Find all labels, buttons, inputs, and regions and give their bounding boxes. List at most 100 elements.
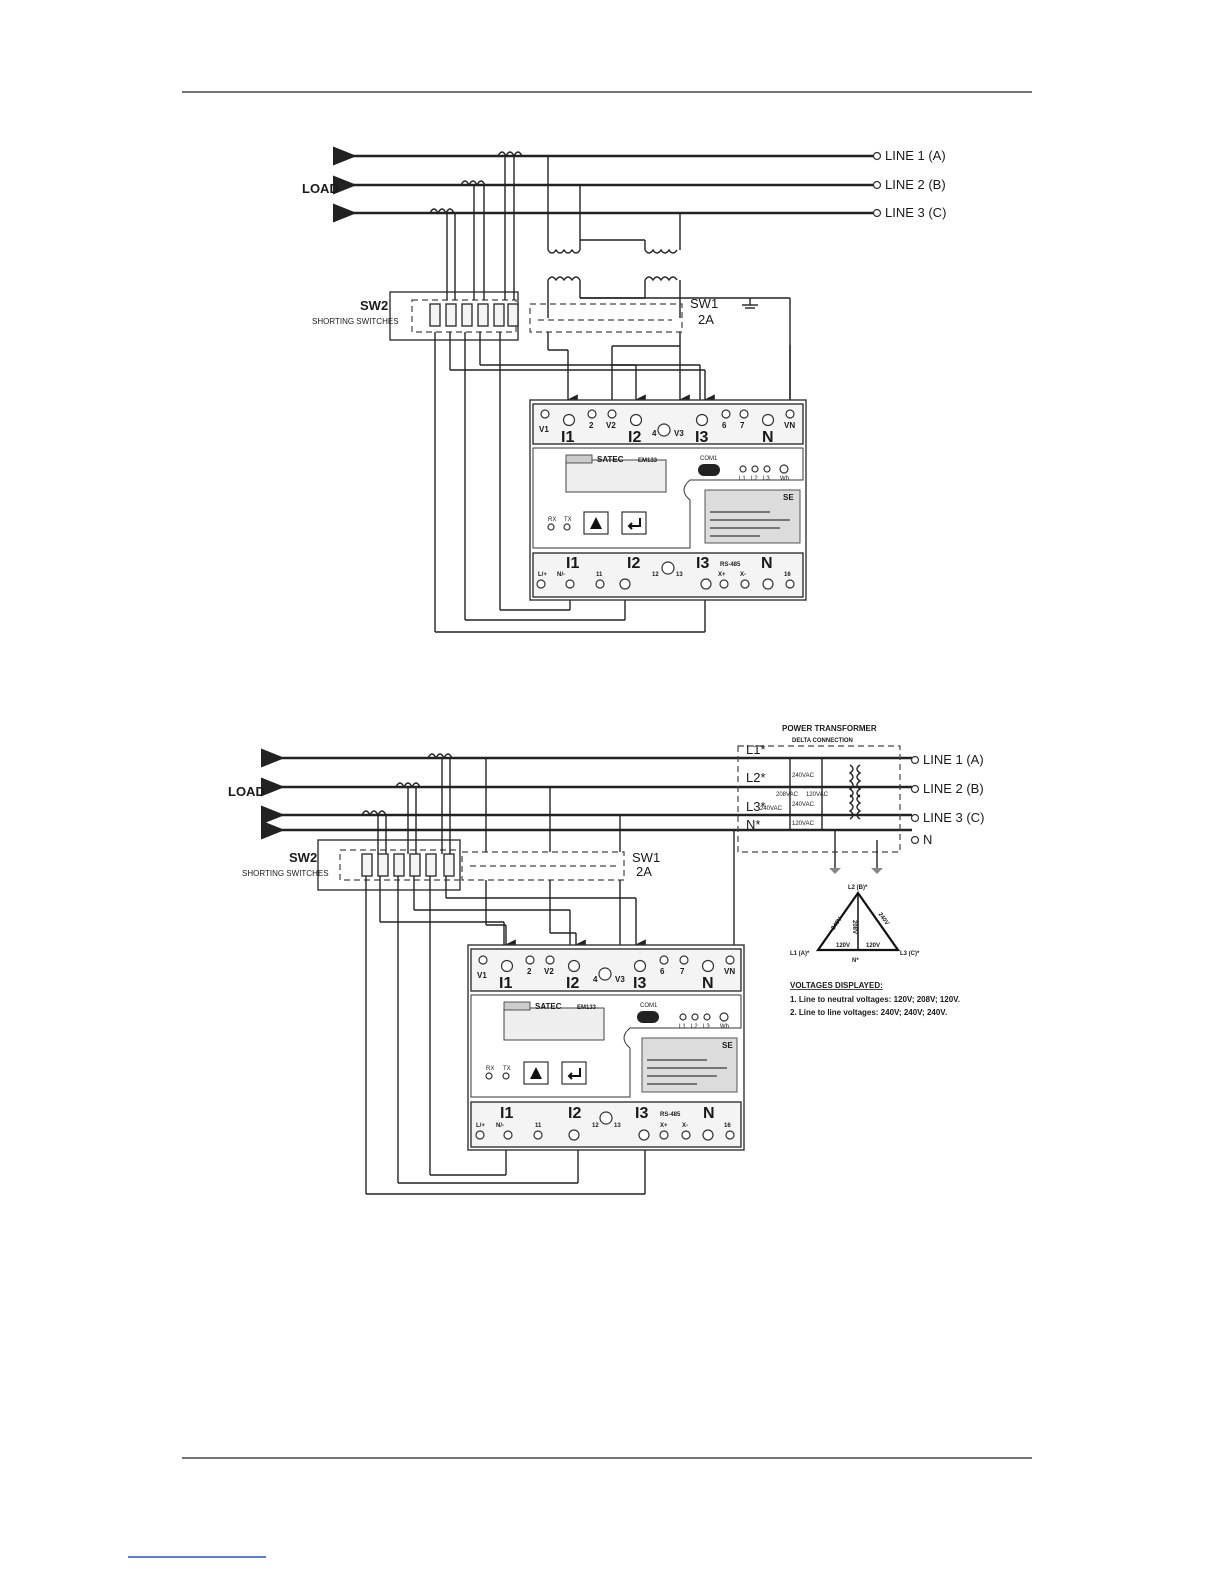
meter-1-enter-button[interactable] xyxy=(621,511,647,535)
enter-icon xyxy=(627,518,641,530)
svg-text:11: 11 xyxy=(596,572,603,578)
svg-text:Wh: Wh xyxy=(780,476,789,482)
diagram-3ph-4wire-delta: LINE 1 (A) LINE 2 (B) LINE 3 (C) N LOAD … xyxy=(228,724,984,1195)
svg-text:I1: I1 xyxy=(499,975,512,992)
svg-text:240V: 240V xyxy=(877,912,890,927)
meter-em133-1: SATEC EM133 COM1 L1 L2 L3 Wh SE RX TX xyxy=(529,399,807,601)
svg-text:I3: I3 xyxy=(633,975,646,992)
svg-text:I3: I3 xyxy=(635,1105,648,1122)
power-transformer-box xyxy=(737,745,901,853)
svg-text:N: N xyxy=(761,555,773,572)
sw2-label: SW2 xyxy=(360,298,388,313)
svg-text:L/+: L/+ xyxy=(538,572,547,578)
sw1-label: SW1 xyxy=(690,296,718,311)
svg-text:V2: V2 xyxy=(606,421,616,430)
svg-text:I1: I1 xyxy=(566,555,579,572)
d2-neutral-label: N xyxy=(923,832,932,847)
load-label: LOAD xyxy=(302,181,339,196)
svg-text:I2: I2 xyxy=(568,1105,581,1122)
line-3-terminal xyxy=(872,208,882,218)
meter-2-bottom-terminals: I1 I2 I3 N RS-485 L/+ N/- 11 12 13 X+ X-… xyxy=(475,1105,735,1141)
d2-sw1-label: SW1 xyxy=(632,850,660,865)
svg-text:7: 7 xyxy=(680,967,685,976)
meter-1-leds: L1 L2 L3 Wh xyxy=(739,464,789,482)
svg-text:N: N xyxy=(762,429,774,446)
svg-text:L1: L1 xyxy=(739,476,746,482)
svg-text:L2: L2 xyxy=(691,1024,698,1030)
meter-1-se: SE xyxy=(783,493,794,502)
up-arrow-icon xyxy=(590,517,602,529)
svg-text:240V: 240V xyxy=(831,916,844,931)
svg-text:L/+: L/+ xyxy=(476,1123,485,1129)
svg-text:COM1: COM1 xyxy=(640,1003,658,1009)
svg-text:V1: V1 xyxy=(477,971,487,980)
voltages-item-2: 2. Line to line voltages: 240V; 240V; 24… xyxy=(790,1008,947,1017)
meter-1-comm: COM1 xyxy=(700,456,718,462)
svg-text:X+: X+ xyxy=(660,1123,668,1129)
svg-text:X+: X+ xyxy=(718,572,726,578)
svg-text:V1: V1 xyxy=(539,425,549,434)
sw1-rating: 2A xyxy=(698,312,714,327)
svg-text:13: 13 xyxy=(614,1123,621,1129)
svg-text:X-: X- xyxy=(682,1123,688,1129)
svg-text:240VAC: 240VAC xyxy=(792,802,815,808)
d2-shorting-switches-label: SHORTING SWITCHES xyxy=(242,869,329,878)
shorting-switches-label: SHORTING SWITCHES xyxy=(312,317,399,326)
svg-text:Wh: Wh xyxy=(720,1024,729,1030)
meter-2-enter-button[interactable] xyxy=(561,1061,587,1085)
enter-icon xyxy=(567,1068,581,1080)
diagram-3ph-3wire: LINE 1 (A) LINE 2 (B) LINE 3 (C) LOAD SW… xyxy=(302,146,946,633)
power-transformer-title: POWER TRANSFORMER xyxy=(782,724,877,733)
svg-text:I3: I3 xyxy=(695,429,708,446)
svg-text:L1: L1 xyxy=(679,1024,686,1030)
satec-logo xyxy=(565,454,593,464)
d2-line-2-label: LINE 2 (B) xyxy=(923,781,984,796)
svg-text:V3: V3 xyxy=(674,429,684,438)
svg-text:I2: I2 xyxy=(628,429,641,446)
meter-1-bottom-terminals: I1 I2 I3 N RS-485 L/+ N/- 11 12 13 X+ X-… xyxy=(536,555,795,590)
pt-1-secondary xyxy=(547,276,581,282)
svg-text:208V: 208V xyxy=(851,920,857,934)
pt-2-secondary xyxy=(644,276,678,282)
svg-text:VN: VN xyxy=(784,421,795,430)
svg-text:RS-485: RS-485 xyxy=(720,562,741,568)
svg-text:L1 (A)*: L1 (A)* xyxy=(790,951,810,957)
svg-text:L3: L3 xyxy=(763,476,770,482)
svg-text:2: 2 xyxy=(589,421,594,430)
svg-text:16: 16 xyxy=(724,1123,731,1129)
ct-line-1 xyxy=(497,151,523,158)
meter-2-display xyxy=(503,1007,605,1041)
svg-text:11: 11 xyxy=(535,1123,542,1129)
svg-text:16: 16 xyxy=(784,572,791,578)
line-1-terminal xyxy=(872,151,882,161)
ground-icon-2 xyxy=(871,868,883,874)
meter-1-tx: TX xyxy=(564,517,572,523)
svg-text:N: N xyxy=(702,975,714,992)
svg-text:L1*: L1* xyxy=(746,742,766,757)
svg-text:2: 2 xyxy=(527,967,532,976)
svg-text:6: 6 xyxy=(660,967,665,976)
d2-line-3-label: LINE 3 (C) xyxy=(923,810,984,825)
d2-sw2-box xyxy=(317,839,461,891)
voltages-displayed-title: VOLTAGES DISPLAYED: xyxy=(790,981,883,990)
ground-icon-1 xyxy=(829,868,841,874)
ct-line-3 xyxy=(429,208,455,215)
meter-1-rx: RX xyxy=(548,517,556,523)
d2-load-label: LOAD xyxy=(228,784,265,799)
meter-em133-2: SATEC EM133 COM1 L1 L2 L3 Wh SE RX TX xyxy=(467,944,745,1151)
meter-2-leds: L1 L2 L3 Wh xyxy=(679,1012,729,1030)
d2-sw1-fuse-box xyxy=(461,851,625,881)
svg-text:SE: SE xyxy=(722,1041,733,1050)
svg-text:I1: I1 xyxy=(561,429,574,446)
voltages-item-1: 1. Line to neutral voltages: 120V; 208V;… xyxy=(790,995,960,1004)
svg-text:6: 6 xyxy=(722,421,727,430)
svg-text:X-: X- xyxy=(740,572,746,578)
svg-text:N*: N* xyxy=(852,958,859,964)
svg-text:L3 (C)*: L3 (C)* xyxy=(900,951,920,957)
svg-text:12: 12 xyxy=(592,1123,599,1129)
ct-line-2 xyxy=(460,180,486,187)
svg-text:240VAC: 240VAC xyxy=(792,773,815,779)
svg-text:4: 4 xyxy=(593,975,598,984)
svg-text:120V: 120V xyxy=(836,943,850,949)
line-2-label: LINE 2 (B) xyxy=(885,177,946,192)
